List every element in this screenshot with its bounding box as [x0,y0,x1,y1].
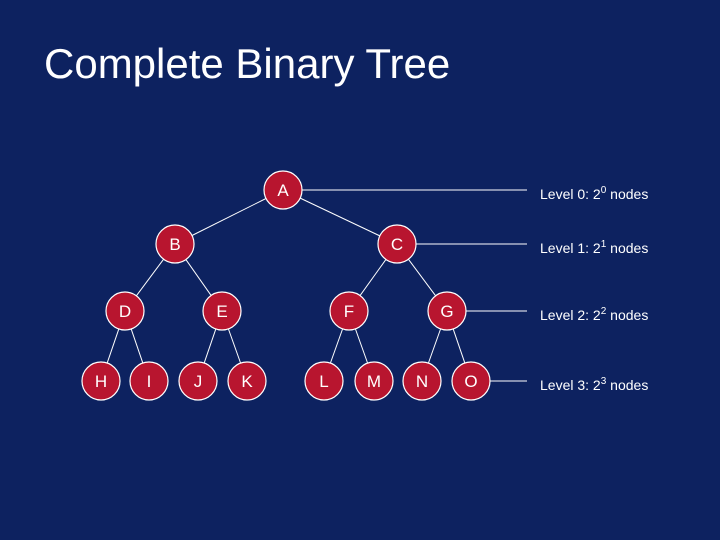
node-circle-M [354,361,394,401]
tree-node-A: A [263,170,303,210]
edge-E-K [227,328,242,364]
node-label-M: M [367,372,381,391]
node-circle-O [451,361,491,401]
node-circle-C [377,224,417,264]
tree-node-K: K [227,361,267,401]
node-label-I: I [147,372,152,391]
edge-F-M [354,328,369,364]
edge-B-D [135,258,165,297]
node-circle-J [178,361,218,401]
tree-node-F: F [329,291,369,331]
node-circle-F [329,291,369,331]
node-circle-N [402,361,442,401]
node-label-D: D [119,302,131,321]
node-label-J: J [194,372,203,391]
node-circle-E [202,291,242,331]
tree-node-B: B [155,224,195,264]
edge-D-I [130,328,144,364]
edge-C-F [359,259,387,296]
edge-G-N [427,328,442,364]
edge-C-G [407,258,437,297]
node-label-F: F [344,302,354,321]
level-label-2: Level 2: 22 nodes [540,306,648,323]
edge-F-L [329,328,344,364]
node-circle-K [227,361,267,401]
node-circle-G [427,291,467,331]
node-circle-A [263,170,303,210]
edge-D-H [106,328,120,364]
node-label-O: O [464,372,477,391]
edge-E-J [203,328,217,364]
tree-node-I: I [129,361,169,401]
tree-node-O: O [451,361,491,401]
node-circle-B [155,224,195,264]
tree-node-L: L [304,361,344,401]
node-circle-H [81,361,121,401]
tree-node-M: M [354,361,394,401]
node-circle-I [129,361,169,401]
node-label-A: A [277,181,289,200]
tree-node-J: J [178,361,218,401]
tree-node-G: G [427,291,467,331]
node-circle-D [105,291,145,331]
level-label-0: Level 0: 20 nodes [540,185,648,202]
tree-node-C: C [377,224,417,264]
node-label-K: K [241,372,253,391]
node-circle-L [304,361,344,401]
edge-A-C [299,197,381,237]
node-label-G: G [440,302,453,321]
page-title: Complete Binary Tree [44,40,451,87]
node-label-N: N [416,372,428,391]
tree-node-E: E [202,291,242,331]
level-label-3: Level 3: 23 nodes [540,376,648,393]
node-label-L: L [319,372,328,391]
edge-G-O [452,328,466,364]
node-label-C: C [391,235,403,254]
edge-B-E [185,259,212,296]
tree-node-D: D [105,291,145,331]
tree-node-N: N [402,361,442,401]
edge-A-B [191,198,267,236]
node-label-B: B [169,235,180,254]
node-label-E: E [216,302,227,321]
level-label-1: Level 1: 21 nodes [540,239,648,256]
node-label-H: H [95,372,107,391]
tree-node-H: H [81,361,121,401]
